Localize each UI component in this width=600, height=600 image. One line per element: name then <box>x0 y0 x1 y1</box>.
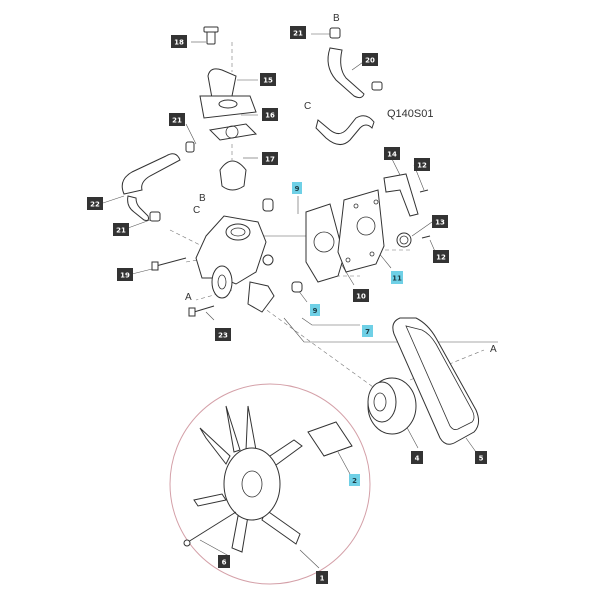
letter-b-pump: B <box>199 193 206 204</box>
svg-text:19: 19 <box>120 272 130 280</box>
spacer <box>307 421 353 457</box>
svg-text:18: 18 <box>174 39 184 47</box>
tag-19: 19 <box>117 268 133 281</box>
gaskets-and-plate <box>305 173 431 283</box>
letter-c-pump: C <box>193 205 200 216</box>
letter-a-left: A <box>185 292 192 303</box>
tag-9-lower: 9 <box>310 304 320 316</box>
tag-11: 11 <box>391 271 403 284</box>
tag-21-upper-left: 21 <box>169 113 185 126</box>
pulley <box>367 377 417 435</box>
svg-text:6: 6 <box>222 559 227 567</box>
svg-text:9: 9 <box>313 307 318 315</box>
tag-13: 13 <box>432 215 448 228</box>
tag-15: 15 <box>260 73 276 86</box>
tag-1: 1 <box>316 571 328 584</box>
tag-22: 22 <box>87 197 103 210</box>
tag-23: 23 <box>215 328 231 341</box>
thermostat-assembly <box>199 26 258 191</box>
tag-12-lower: 12 <box>433 250 449 263</box>
svg-text:11: 11 <box>392 275 402 283</box>
svg-text:23: 23 <box>218 332 228 340</box>
water-pump-body <box>195 198 303 313</box>
svg-text:1: 1 <box>320 575 325 583</box>
svg-text:9: 9 <box>295 185 300 193</box>
tag-21-top: 21 <box>290 26 306 39</box>
svg-text:22: 22 <box>90 201 100 209</box>
tag-12-upper: 12 <box>414 158 430 171</box>
svg-text:21: 21 <box>116 227 126 235</box>
svg-text:21: 21 <box>293 30 303 38</box>
tag-17: 17 <box>262 152 278 165</box>
leader-lines <box>102 33 498 569</box>
tag-9-upper: 9 <box>292 182 302 194</box>
fan-belt <box>392 317 480 445</box>
svg-text:7: 7 <box>365 328 370 336</box>
tag-6: 6 <box>218 555 230 568</box>
right-hose <box>315 27 383 145</box>
tag-16: 16 <box>262 108 278 121</box>
svg-text:15: 15 <box>263 77 273 85</box>
reference-code: Q140S01 <box>387 108 433 120</box>
svg-text:2: 2 <box>352 477 357 485</box>
tag-10: 10 <box>353 289 369 302</box>
svg-text:20: 20 <box>365 57 375 65</box>
tag-21-lower-left: 21 <box>113 223 129 236</box>
svg-text:14: 14 <box>387 151 397 159</box>
letter-a-right: A <box>490 344 497 355</box>
tag-18: 18 <box>171 35 187 48</box>
fan-assembly <box>169 383 371 585</box>
svg-text:16: 16 <box>265 112 275 120</box>
svg-text:5: 5 <box>479 455 484 463</box>
letter-b-top: B <box>333 13 340 24</box>
letter-c-top: C <box>304 101 311 112</box>
svg-text:21: 21 <box>172 117 182 125</box>
svg-text:12: 12 <box>436 254 446 262</box>
connection-letters: B C B C A A <box>185 13 497 355</box>
tag-5: 5 <box>475 451 487 464</box>
svg-text:10: 10 <box>356 293 366 301</box>
tag-20: 20 <box>362 53 378 66</box>
left-hose <box>121 141 195 222</box>
callout-tags: 18 15 16 17 21 22 21 19 23 21 20 14 12 1… <box>87 26 487 584</box>
tag-7: 7 <box>362 325 373 337</box>
svg-text:12: 12 <box>417 162 427 170</box>
tag-2: 2 <box>349 474 360 486</box>
svg-text:4: 4 <box>415 455 420 463</box>
svg-text:17: 17 <box>265 156 275 164</box>
tag-4: 4 <box>411 451 423 464</box>
bolts-left <box>151 257 215 317</box>
tag-14: 14 <box>384 147 400 160</box>
svg-text:13: 13 <box>435 219 445 227</box>
